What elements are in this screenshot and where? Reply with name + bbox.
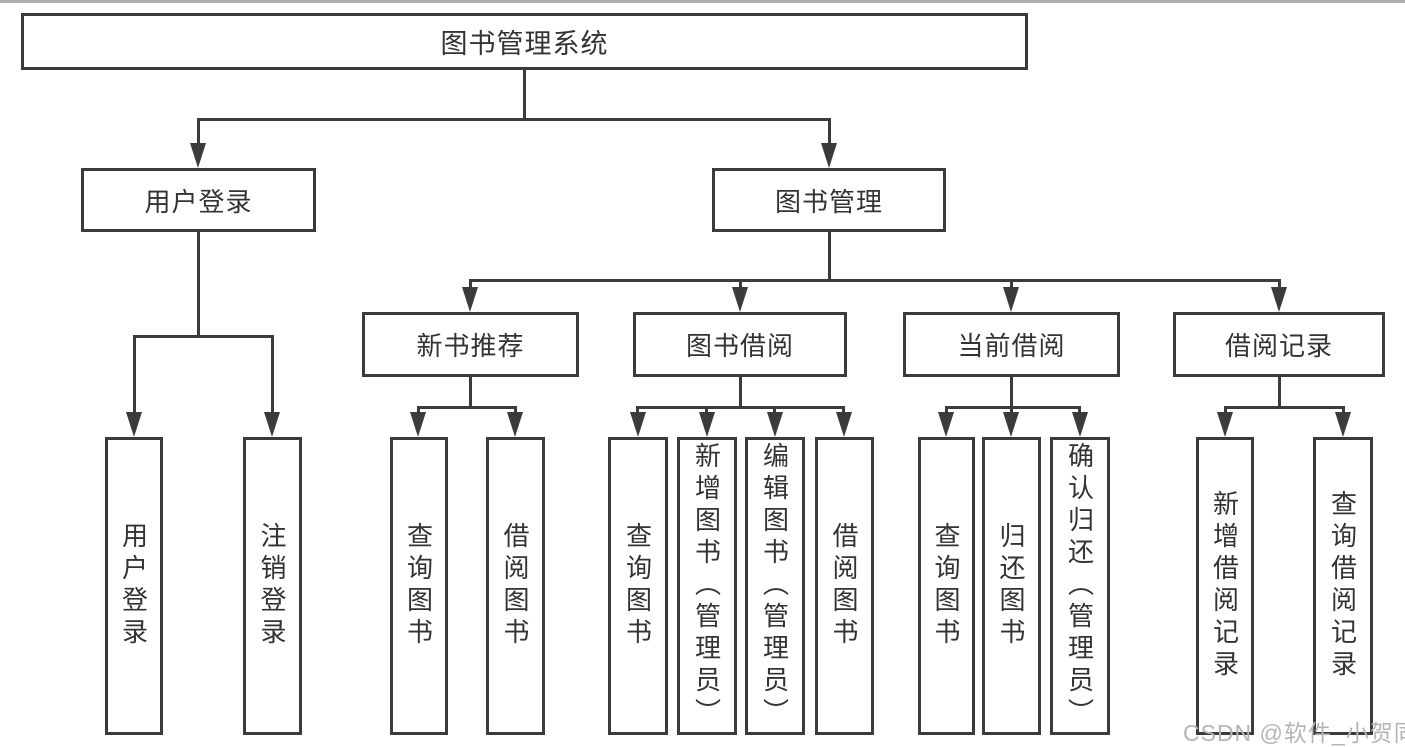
- arrow-head: [1271, 287, 1287, 312]
- arrow-head: [1072, 412, 1088, 437]
- node-return-books: 归还图书: [982, 437, 1041, 735]
- connector-line: [636, 406, 639, 414]
- arrow-head: [732, 287, 748, 312]
- node-user-login-leaf: 用户登录: [105, 437, 163, 735]
- node-add-book-admin: 新增图书（管理员）: [677, 437, 737, 735]
- connector-line: [1010, 377, 1013, 406]
- arrow-head: [836, 412, 852, 437]
- node-query-borrow-record: 查询借阅记录: [1313, 437, 1373, 735]
- node-library-management-system: 图书管理系统: [21, 13, 1028, 70]
- connector-line: [828, 118, 831, 144]
- node-current-borrowing: 当前借阅: [903, 312, 1120, 377]
- csdn-watermark: CSDN @软件_小贺同学: [1183, 720, 1405, 746]
- node-edit-book-admin: 编辑图书（管理员）: [745, 437, 805, 735]
- arrow-head: [507, 412, 523, 437]
- node-user-login: 用户登录: [81, 168, 316, 232]
- connector-line: [1278, 377, 1281, 406]
- connector-line: [197, 232, 200, 335]
- node-add-borrow-record: 新增借阅记录: [1196, 437, 1254, 735]
- connector-line: [523, 70, 526, 118]
- connector-line: [773, 406, 776, 414]
- node-borrow-books-leaf: 借阅图书: [815, 437, 874, 735]
- node-query-books-borrowing: 查询图书: [608, 437, 668, 735]
- node-borrowing-records: 借阅记录: [1173, 312, 1385, 377]
- arrow-head: [1003, 412, 1019, 437]
- connector-line: [705, 406, 708, 414]
- connector-line: [197, 118, 831, 121]
- connector-line: [469, 377, 472, 406]
- arrow-head: [699, 412, 715, 437]
- arrow-head: [1217, 412, 1233, 437]
- connector-line: [636, 406, 845, 409]
- connector-line: [1078, 406, 1081, 414]
- arrow-head: [190, 143, 206, 168]
- node-book-borrowing: 图书借阅: [633, 312, 847, 377]
- node-new-book-recommendation: 新书推荐: [362, 312, 579, 377]
- connector-line: [133, 335, 136, 413]
- connector-line: [1224, 406, 1345, 409]
- node-query-books-current: 查询图书: [918, 437, 975, 735]
- node-book-management: 图书管理: [712, 168, 946, 232]
- node-query-books-recommend: 查询图书: [390, 437, 448, 735]
- connector-line: [828, 232, 831, 279]
- arrow-head: [630, 412, 646, 437]
- arrow-head: [821, 143, 837, 168]
- arrow-head: [938, 412, 954, 437]
- node-confirm-return-admin: 确认归还（管理员）: [1050, 437, 1110, 735]
- connector-line: [739, 377, 742, 406]
- connector-line: [417, 406, 420, 414]
- arrow-head: [462, 287, 478, 312]
- connector-line: [469, 279, 472, 289]
- top-edge-line: [0, 0, 1405, 3]
- arrow-head: [1335, 412, 1351, 437]
- arrow-head: [264, 412, 280, 437]
- node-logout-login: 注销登录: [243, 437, 302, 735]
- connector-line: [514, 406, 517, 414]
- connector-line: [417, 406, 517, 409]
- connector-line: [1342, 406, 1345, 414]
- connector-line: [945, 406, 948, 414]
- connector-line: [739, 279, 742, 289]
- connector-line: [1224, 406, 1227, 414]
- arrow-head: [1003, 287, 1019, 312]
- arrow-head: [410, 412, 426, 437]
- connector-line: [1010, 406, 1013, 414]
- connector-line: [469, 279, 1280, 282]
- node-borrow-books-recommend: 借阅图书: [486, 437, 545, 735]
- arrow-head: [767, 412, 783, 437]
- connector-line: [197, 118, 200, 144]
- connector-line: [271, 335, 274, 413]
- connector-line: [133, 335, 274, 338]
- connector-line: [945, 406, 1081, 409]
- connector-line: [1278, 279, 1281, 289]
- arrow-head: [126, 412, 142, 437]
- connector-line: [842, 406, 845, 414]
- connector-line: [1010, 279, 1013, 289]
